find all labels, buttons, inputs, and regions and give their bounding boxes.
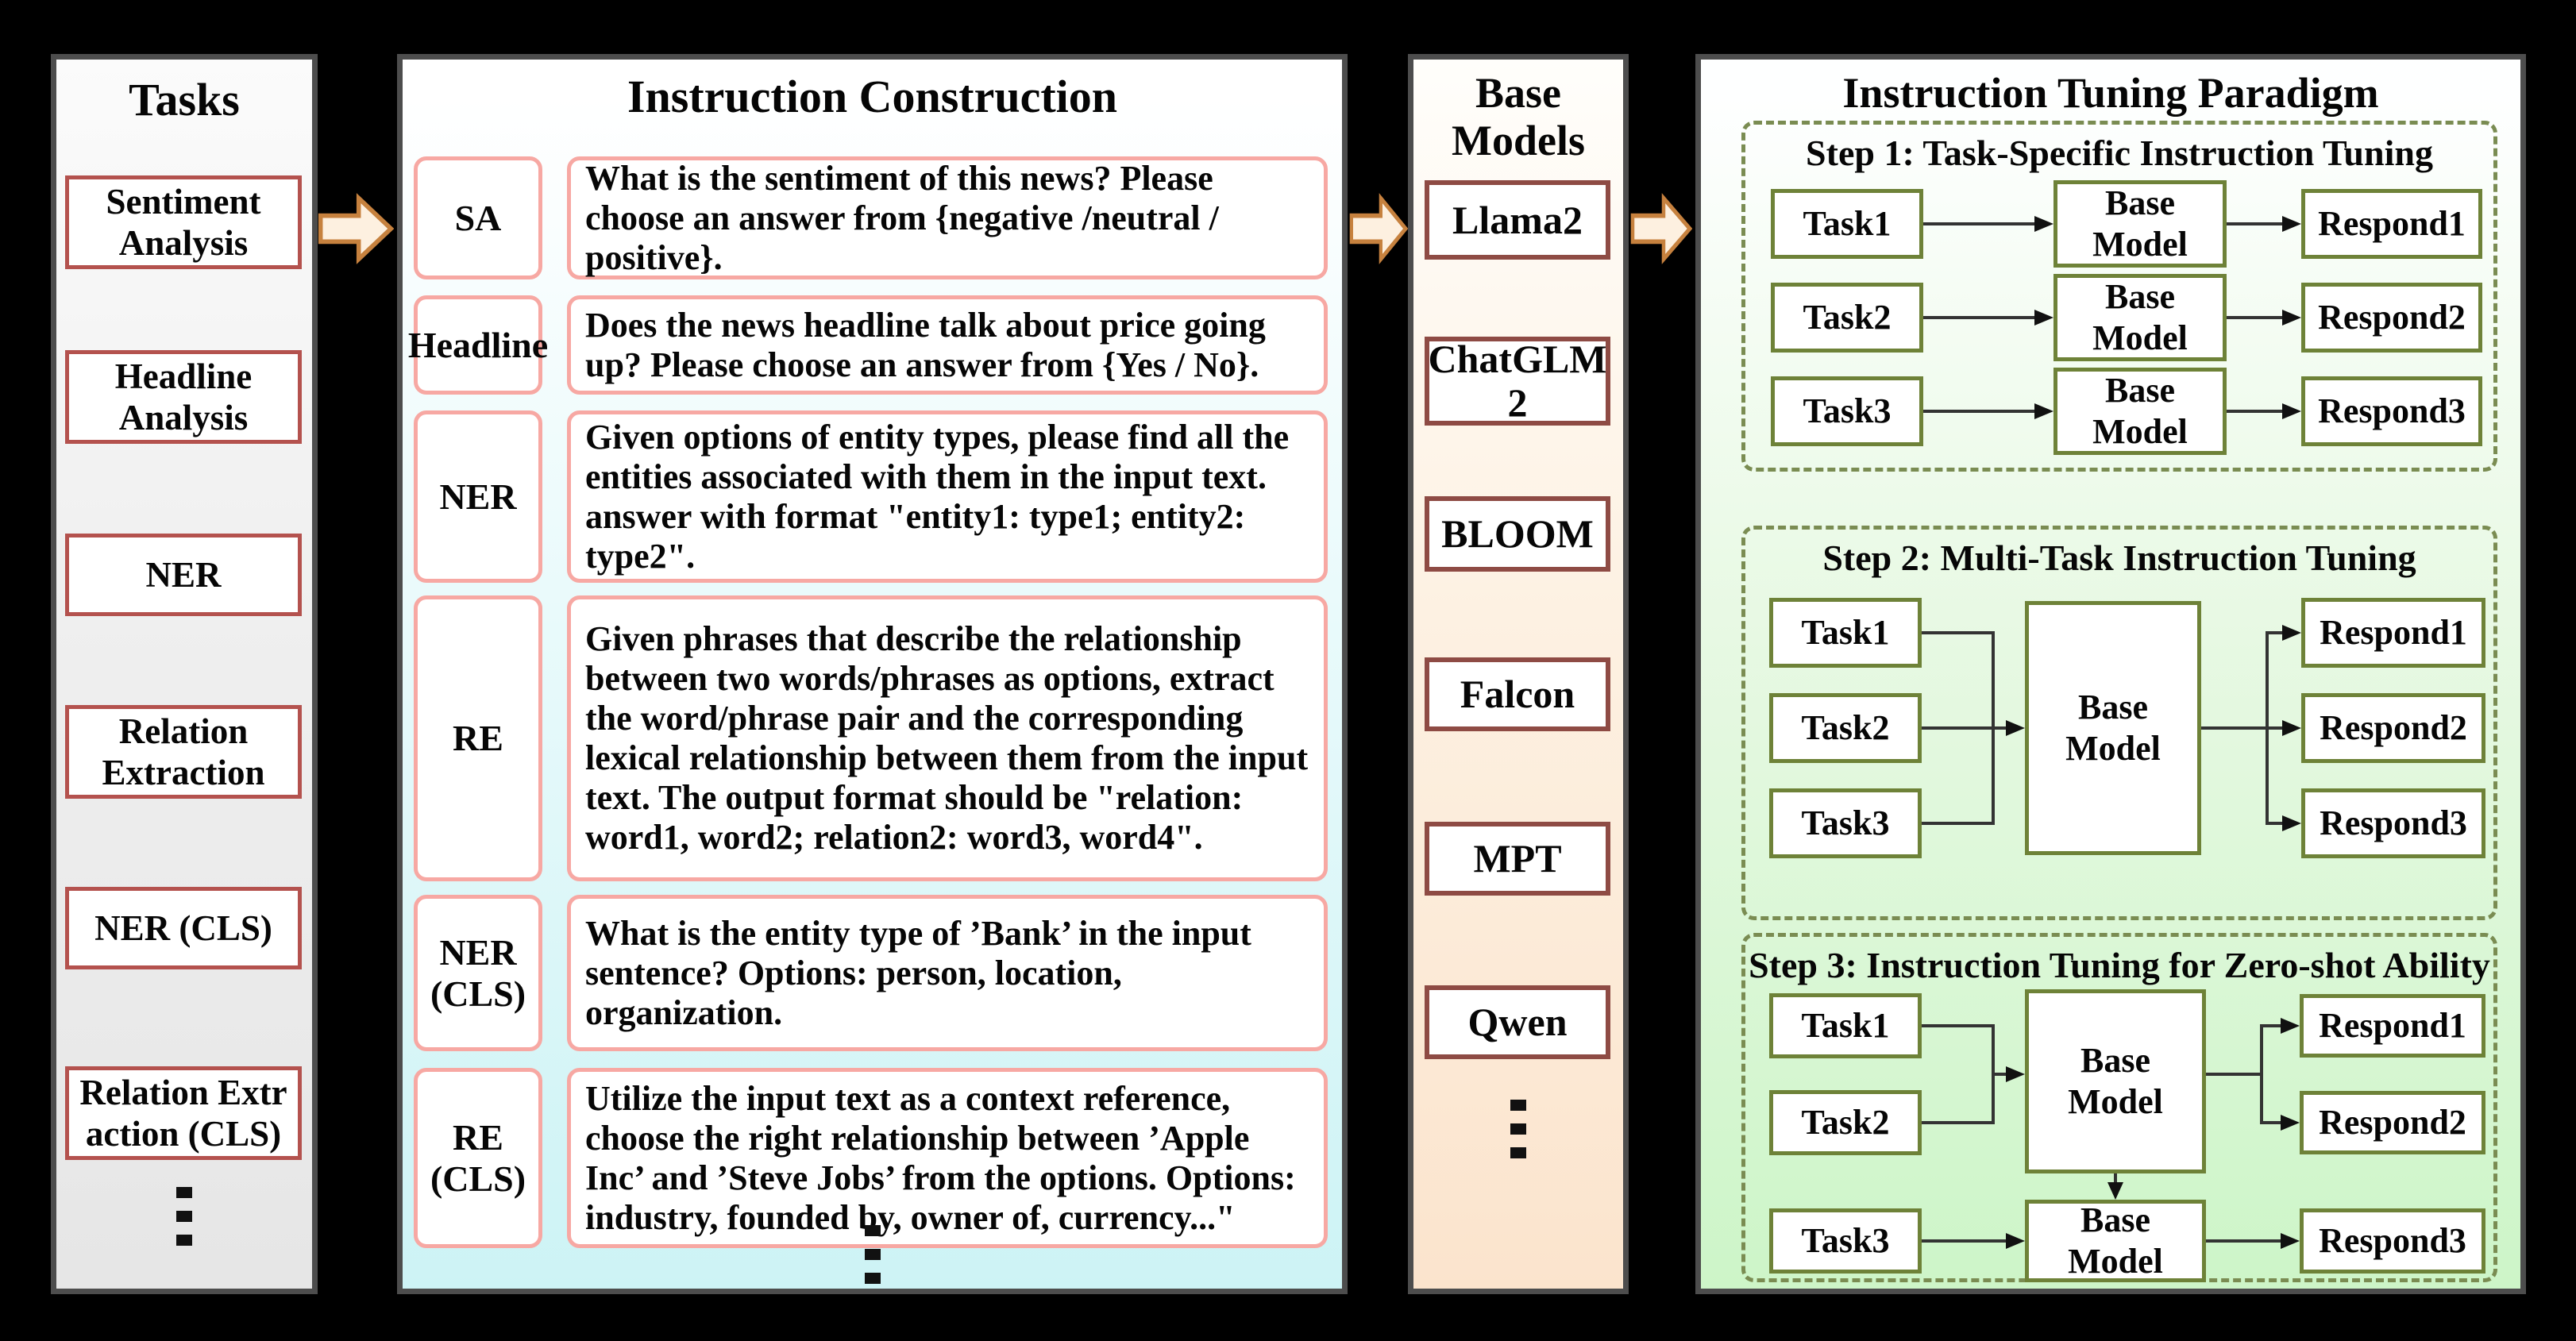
model-box-llama2: Llama2 bbox=[1425, 180, 1610, 260]
step1-respond1-box: Respond1 bbox=[2301, 189, 2482, 259]
step2-base-model-box: Base Model bbox=[2025, 601, 2201, 855]
task-box-headline-analysis: Headline Analysis bbox=[65, 350, 302, 444]
step2-respond2-box: Respond2 bbox=[2301, 693, 2485, 763]
step1-respond2-box: Respond2 bbox=[2301, 283, 2482, 353]
model-box-qwen: Qwen bbox=[1425, 985, 1610, 1059]
base-models-panel: Base Models Llama2 ChatGLM 2 BLOOM Falco… bbox=[1408, 54, 1629, 1294]
step2-multi-task-tuning: Step 2: Multi-Task Instruction Tuning Ta… bbox=[1741, 526, 2497, 920]
model-box-bloom: BLOOM bbox=[1425, 496, 1610, 572]
step3-task2-box: Task2 bbox=[1769, 1090, 1922, 1155]
connector-line bbox=[1923, 216, 2301, 419]
instruction-construction-panel: Instruction Construction SA What is the … bbox=[397, 54, 1348, 1294]
model-box-chatglm2: ChatGLM 2 bbox=[1425, 337, 1610, 426]
step1-task-specific-tuning: Step 1: Task-Specific Instruction Tuning… bbox=[1741, 121, 2497, 472]
step2-task1-box: Task1 bbox=[1769, 598, 1922, 668]
step1-title: Step 1: Task-Specific Instruction Tuning bbox=[1806, 133, 2433, 173]
instruction-label-ner: NER bbox=[414, 410, 542, 583]
step2-respond3-box: Respond3 bbox=[2301, 788, 2485, 858]
instruction-label-re: RE bbox=[414, 595, 542, 881]
step3-base-model-bottom-box: Base Model bbox=[2025, 1200, 2206, 1282]
step3-respond1-box: Respond1 bbox=[2300, 994, 2485, 1058]
tasks-panel: Tasks Sentiment Analysis Headline Analys… bbox=[51, 54, 318, 1294]
step2-task2-box: Task2 bbox=[1769, 693, 1922, 763]
instruction-label-headline: Headline bbox=[408, 295, 548, 395]
step3-task1-box: Task1 bbox=[1769, 993, 1922, 1058]
instruction-text-sa: What is the sentiment of this news? Plea… bbox=[567, 156, 1328, 279]
step3-task3-box: Task3 bbox=[1769, 1208, 1922, 1274]
flow-arrow-models-to-paradigm-icon bbox=[1630, 193, 1692, 264]
step1-base-model-box-2: Base Model bbox=[2053, 274, 2227, 361]
instruction-text-ner-cls: What is the entity type of ’Bank’ in the… bbox=[567, 895, 1328, 1051]
step1-respond3-box: Respond3 bbox=[2301, 376, 2482, 446]
step3-connectors bbox=[1922, 1018, 2300, 1249]
instruction-label-re-cls: RE (CLS) bbox=[414, 1068, 542, 1248]
instruction-label-ner-cls: NER (CLS) bbox=[414, 895, 542, 1051]
instruction-tuning-paradigm-panel: Instruction Tuning Paradigm Step 1: Task… bbox=[1695, 54, 2526, 1294]
task-box-ner: NER bbox=[65, 534, 302, 616]
task-box-relation-extraction: Relation Extraction bbox=[65, 705, 302, 799]
instruction-text-headline: Does the news headline talk about price … bbox=[567, 295, 1328, 395]
connector-line bbox=[1922, 625, 2301, 831]
flow-arrow-instructions-to-models-icon bbox=[1349, 193, 1408, 264]
instruction-text-re-cls: Utilize the input text as a context refe… bbox=[567, 1068, 1328, 1248]
step3-base-model-top-box: Base Model bbox=[2025, 989, 2206, 1173]
tasks-panel-title: Tasks bbox=[129, 74, 240, 125]
tasks-ellipsis-icon bbox=[176, 1187, 192, 1258]
step2-connectors bbox=[1922, 625, 2301, 831]
step1-task3-box: Task3 bbox=[1771, 376, 1923, 446]
step1-base-model-box-1: Base Model bbox=[2053, 180, 2227, 268]
step1-connectors bbox=[1923, 216, 2301, 419]
step3-zero-shot-tuning: Step 3: Instruction Tuning for Zero-shot… bbox=[1741, 933, 2497, 1282]
instruction-text-re: Given phrases that describe the relation… bbox=[567, 595, 1328, 881]
step3-respond2-box: Respond2 bbox=[2300, 1091, 2485, 1154]
step2-task3-box: Task3 bbox=[1769, 788, 1922, 858]
task-box-sentiment-analysis: Sentiment Analysis bbox=[65, 175, 302, 269]
step2-title: Step 2: Multi-Task Instruction Tuning bbox=[1822, 538, 2416, 578]
model-box-falcon: Falcon bbox=[1425, 657, 1610, 731]
instructions-ellipsis-icon bbox=[864, 1225, 881, 1297]
paradigm-title: Instruction Tuning Paradigm bbox=[1842, 69, 2379, 117]
step1-task1-box: Task1 bbox=[1771, 189, 1923, 259]
task-box-relation-extraction-cls: Relation Extr action (CLS) bbox=[65, 1066, 302, 1160]
step1-base-model-box-3: Base Model bbox=[2053, 368, 2227, 455]
task-box-ner-cls: NER (CLS) bbox=[65, 887, 302, 969]
models-ellipsis-icon bbox=[1510, 1100, 1526, 1171]
step2-respond1-box: Respond1 bbox=[2301, 598, 2485, 668]
base-models-title: Base Models bbox=[1452, 69, 1585, 164]
connector-line bbox=[1922, 1018, 2300, 1249]
flow-arrow-tasks-to-instructions-icon bbox=[318, 193, 394, 264]
instruction-label-sa: SA bbox=[414, 156, 542, 279]
step1-task2-box: Task2 bbox=[1771, 283, 1923, 353]
step3-respond3-box: Respond3 bbox=[2300, 1208, 2485, 1274]
instruction-text-ner: Given options of entity types, please fi… bbox=[567, 410, 1328, 583]
model-box-mpt: MPT bbox=[1425, 822, 1610, 896]
instruction-construction-title: Instruction Construction bbox=[627, 71, 1118, 122]
step3-title: Step 3: Instruction Tuning for Zero-shot… bbox=[1749, 945, 2490, 985]
